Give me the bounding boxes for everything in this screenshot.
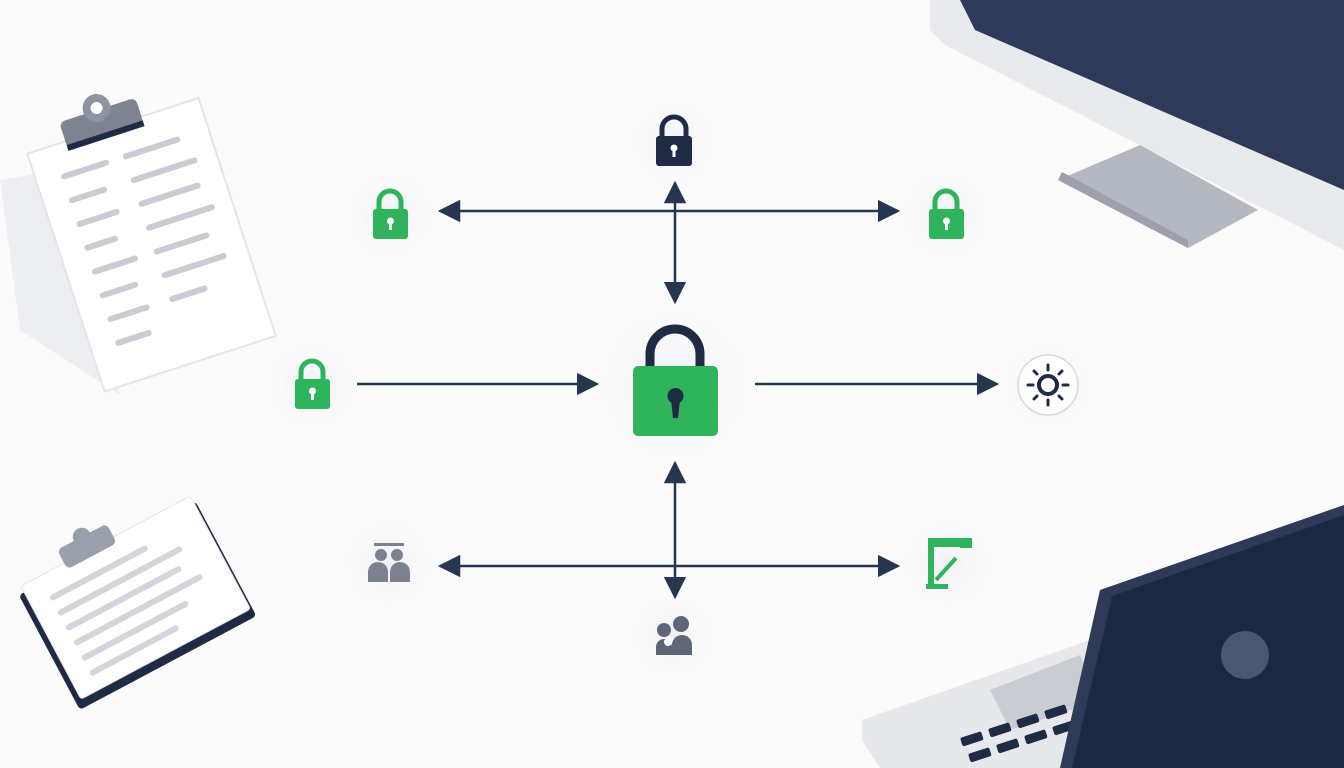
padlock-large-green-icon	[633, 324, 718, 436]
connector-arrows	[357, 180, 1000, 600]
clipboard-large	[0, 94, 278, 395]
padlock-green-icon-middle-left	[295, 358, 330, 409]
sun-settings-icon	[1017, 354, 1079, 416]
padlock-green-icon-top-right	[929, 188, 964, 239]
users-icon	[368, 543, 410, 582]
padlock-green-icon-top-left	[373, 188, 408, 239]
clipboard-small	[20, 496, 256, 709]
team-icon	[656, 616, 692, 655]
flag-chart-icon	[926, 538, 972, 589]
laptop	[862, 505, 1344, 768]
desktop-monitor	[930, 0, 1344, 250]
padlock-dark-icon	[656, 114, 692, 166]
